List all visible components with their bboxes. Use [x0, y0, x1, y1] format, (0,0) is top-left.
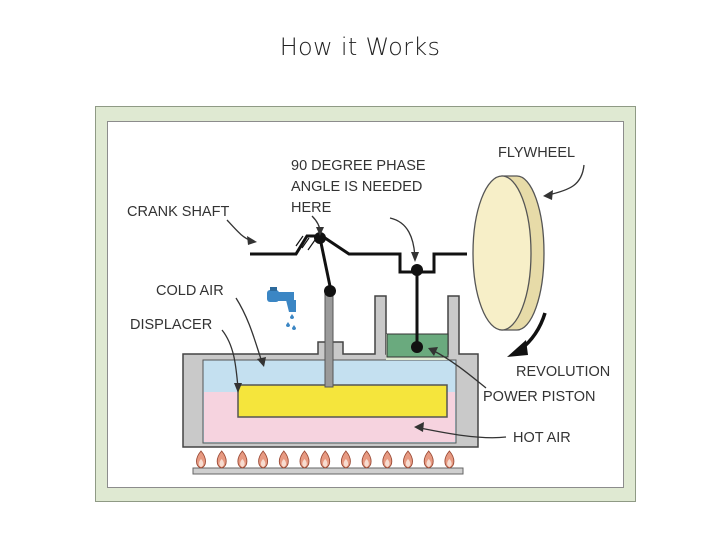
- hot-air-arrowhead: [414, 422, 424, 432]
- displacer-leader: [221, 329, 239, 389]
- flywheel-leader: [547, 164, 585, 196]
- flame-core: [364, 459, 369, 467]
- flame-core: [281, 459, 287, 467]
- burner: [192, 450, 464, 475]
- cold-air-leader: [235, 297, 263, 363]
- flame-core: [385, 459, 390, 467]
- displacer-arrowhead: [234, 383, 242, 393]
- crank-hatch: [301, 237, 310, 249]
- phase-angle-arrowhead: [316, 227, 324, 236]
- flame-core: [260, 459, 266, 467]
- power-piston-label: POWER PISTON: [483, 389, 596, 405]
- displacer-rod: [324, 291, 334, 388]
- flame-core: [240, 459, 245, 467]
- phase-angle-label-line2: ANGLE IS NEEDED: [291, 179, 422, 195]
- crank-hatch: [295, 235, 304, 247]
- crank-joint: [411, 264, 423, 276]
- flame-core: [302, 459, 307, 467]
- cold-air-label: COLD AIR: [156, 283, 224, 299]
- crank-hatch: [307, 239, 316, 251]
- displacer: [237, 384, 448, 418]
- revolution-arrowhead: [507, 340, 528, 357]
- flame-core: [219, 459, 224, 467]
- power-piston-arrowhead: [428, 347, 438, 356]
- flame-core: [198, 459, 204, 467]
- displacer-label: DISPLACER: [130, 317, 212, 333]
- phase-angle-label-line1: 90 DEGREE PHASE: [291, 158, 426, 174]
- flame-core: [447, 459, 452, 467]
- faucet-icon: [267, 287, 296, 330]
- power-piston-leader: [431, 349, 487, 389]
- flywheel-arrowhead: [543, 190, 553, 200]
- cold-air-arrowhead: [257, 357, 266, 367]
- burner-rail: [192, 467, 464, 475]
- phase-angle-label-line3: HERE: [291, 200, 332, 216]
- hot-air-label: HOT AIR: [513, 430, 571, 446]
- flywheel-label: FLYWHEEL: [498, 145, 575, 161]
- flame-core: [405, 459, 411, 467]
- flame-core: [426, 459, 431, 467]
- hot-air-leader: [419, 427, 507, 439]
- flywheel: [472, 175, 532, 331]
- crank-shaft-arrowhead: [247, 236, 257, 245]
- displacer-joint: [324, 285, 336, 297]
- phase-angle-arrowhead: [411, 252, 419, 262]
- piston-joint: [411, 341, 423, 353]
- slide-title: How it Works: [279, 33, 441, 61]
- flame-core: [322, 459, 328, 467]
- crank-shaft: [250, 234, 467, 274]
- crank-shaft-label: CRANK SHAFT: [127, 204, 229, 220]
- crank-joint: [314, 232, 326, 244]
- flame-core: [343, 459, 349, 467]
- displacer-connecting-rod: [318, 237, 333, 292]
- revolution-label: REVOLUTION: [516, 364, 610, 380]
